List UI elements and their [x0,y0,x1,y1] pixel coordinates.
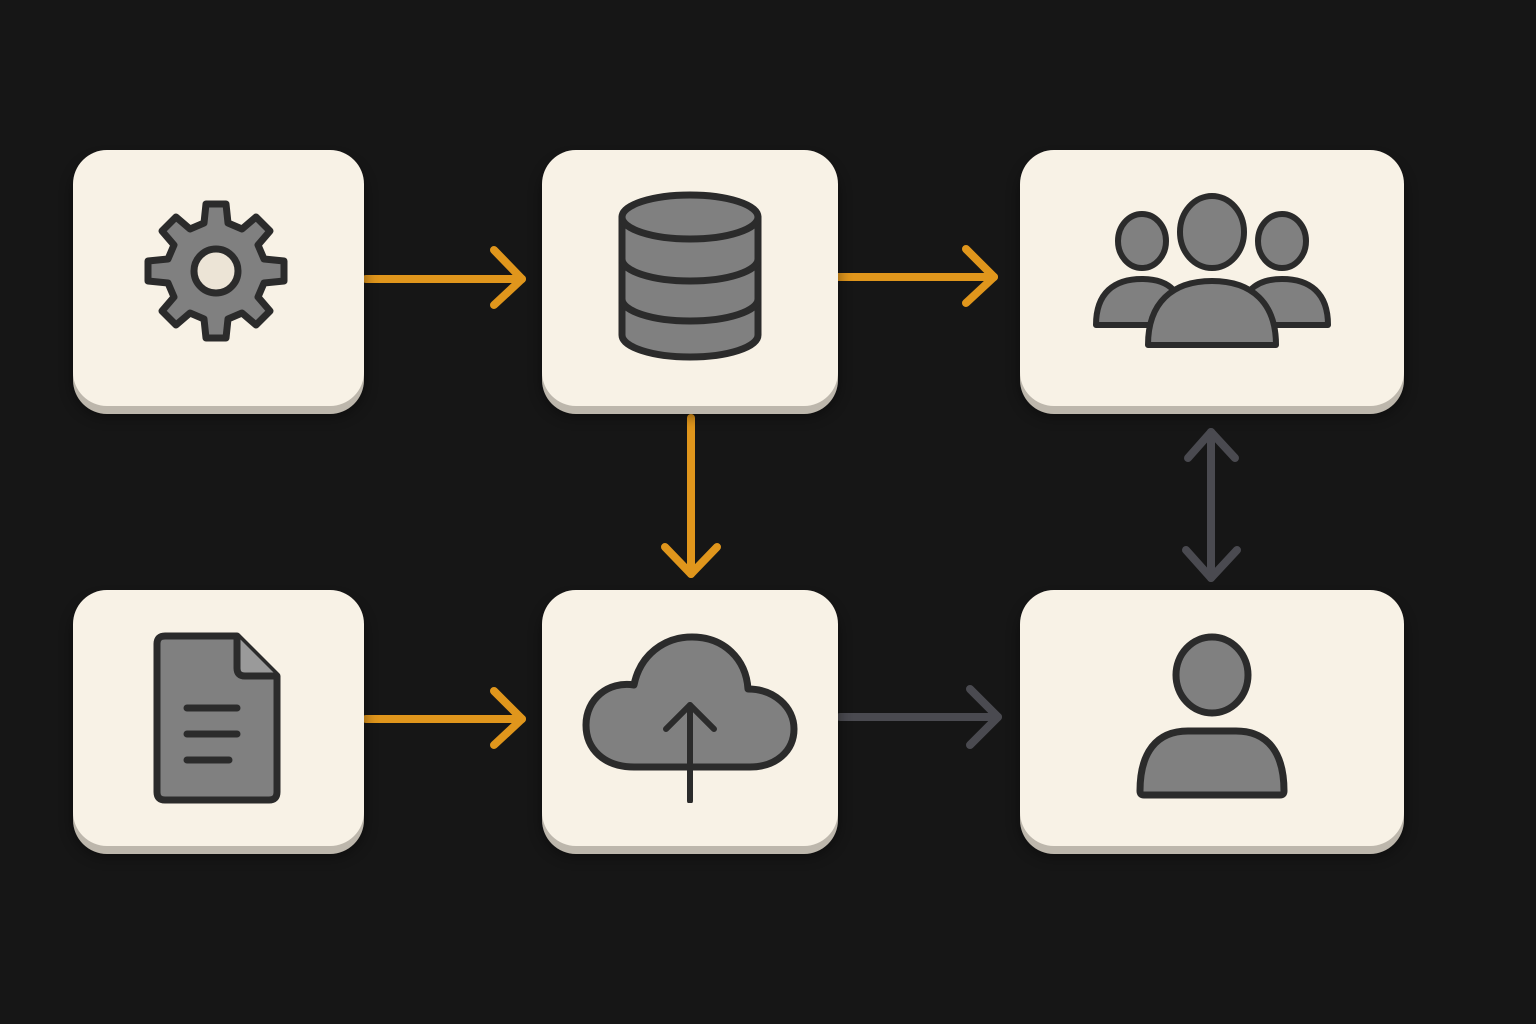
node-settings[interactable] [73,150,364,406]
edge-settings-to-database [362,246,526,309]
edge-document-to-cloud-upload [362,687,526,749]
node-users[interactable] [1020,150,1404,406]
node-user[interactable] [1020,590,1404,846]
edge-database-to-users [834,245,998,307]
user-icon [1136,633,1288,799]
node-document[interactable] [73,590,364,846]
edge-cloud-upload-to-user [836,685,1002,749]
node-database[interactable] [542,150,838,406]
edge-users-user-bidirectional [1182,428,1241,582]
gear-icon [144,200,287,342]
document-icon [153,632,280,804]
database-icon [618,191,762,361]
node-cloud-upload[interactable] [542,590,838,846]
cloud-upload-icon [582,633,798,803]
users-group-icon [1093,193,1331,348]
edge-database-to-cloud-upload [661,414,721,578]
